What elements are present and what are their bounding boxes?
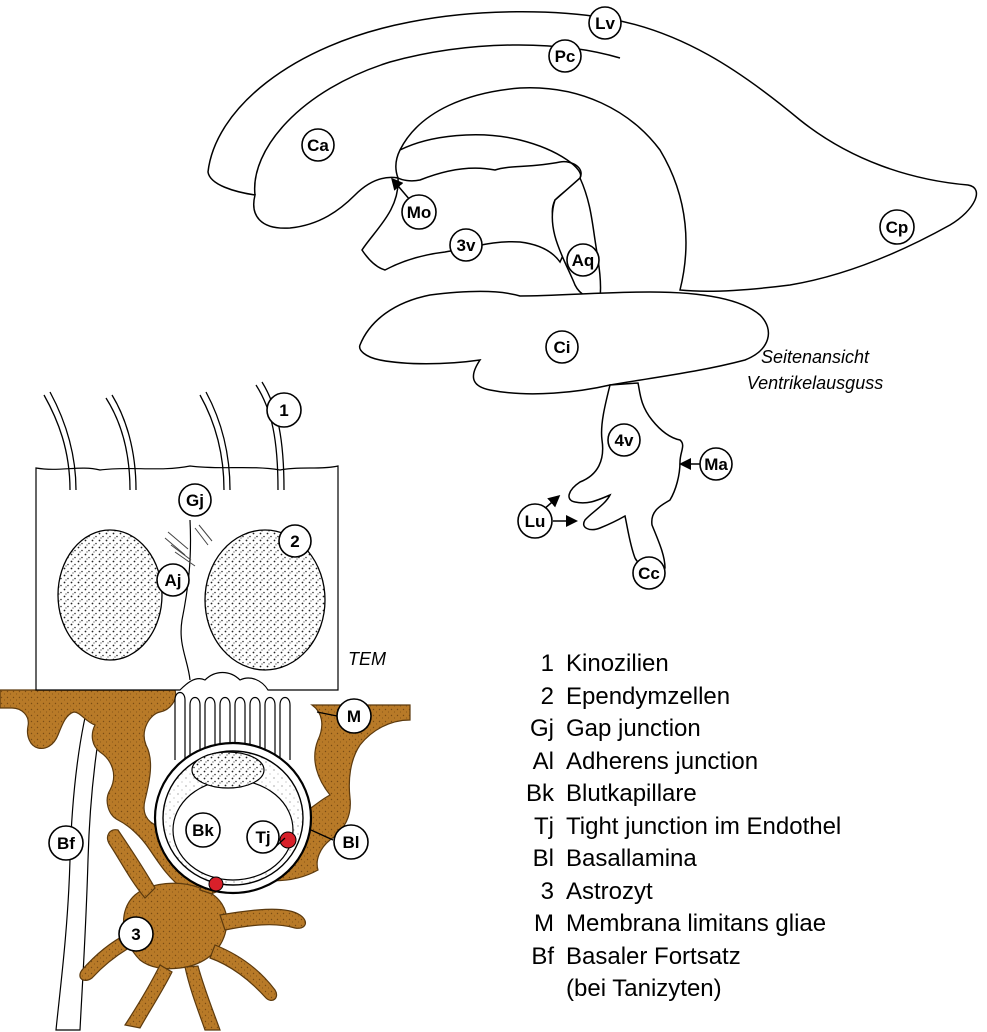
legend-text: Gap junction [566,713,701,746]
svg-text:Aq: Aq [572,251,595,270]
astrocyte-process-6 [185,966,220,1030]
legend-text: Membrana limitans gliae [566,908,826,941]
label-gj: Gj [179,484,211,516]
svg-text:2: 2 [290,532,299,551]
legend-key: Al [508,746,566,779]
label-3: 3 [119,917,153,951]
svg-text:Bk: Bk [192,821,214,840]
svg-text:Tj: Tj [255,828,270,847]
tem-caption: TEM [348,649,386,669]
svg-text:1: 1 [279,401,288,420]
endothelial-nucleus [192,752,264,788]
label-aq: Aq [567,244,599,276]
legend-text: Basallamina [566,843,697,876]
svg-text:Cc: Cc [638,564,660,583]
label-cp: Cp [880,210,914,244]
svg-text:Cp: Cp [886,218,909,237]
legend-key [508,973,566,1006]
legend-key: M [508,908,566,941]
label-cc: Cc [633,557,665,589]
nucleus-left [58,530,162,660]
legend-row: (bei Tanizyten) [508,973,841,1006]
ventricle-caption-line1: Seitenansicht [761,347,870,367]
label-aj: Aj [157,564,189,596]
legend-text: (bei Tanizyten) [566,973,722,1006]
label-lv: Lv [589,7,621,39]
legend-key: Gj [508,713,566,746]
label-bf: Bf [49,826,83,860]
label-ca: Ca [302,129,334,161]
label-ci: Ci [546,331,578,363]
ventricle-caption-line2: Ventrikelausguss [747,373,883,393]
svg-text:Pc: Pc [555,47,576,66]
astrocyte-process-3 [220,909,305,930]
fourth-ventricle-shape [569,383,683,570]
legend-key: Bf [508,941,566,974]
label-1: 1 [267,393,301,427]
label-2: 2 [279,525,311,557]
legend-text: Ependymzellen [566,681,730,714]
svg-text:3v: 3v [457,236,476,255]
svg-text:M: M [347,707,361,726]
aqueduct-shape [552,178,600,298]
legend-text: Astrozyt [566,876,653,909]
legend-text: Kinozilien [566,648,669,681]
svg-text:3: 3 [131,925,140,944]
legend-text: Blutkapillare [566,778,697,811]
svg-text:Lu: Lu [525,512,546,531]
label-4v: 4v [608,424,640,456]
label-3v: 3v [450,229,482,261]
svg-text:Gj: Gj [186,491,204,510]
legend-key: Tj [508,811,566,844]
label-tj: Tj [247,821,279,853]
svg-text:Ci: Ci [554,338,571,357]
tem-illustration: 1 Gj 2 Aj TEM M Bk Tj [0,382,410,1030]
legend-row: BlBasallamina [508,843,841,876]
tight-junction-left [209,877,223,891]
legend-key: Bk [508,778,566,811]
astrocyte-process-4 [210,945,277,1000]
label-bk: Bk [186,813,220,847]
legend-text: Basaler Fortsatz [566,941,741,974]
svg-text:4v: 4v [615,431,634,450]
svg-text:Bl: Bl [343,833,360,852]
svg-text:Mo: Mo [407,203,432,222]
legend-key: 1 [508,648,566,681]
legend-text: Adherens junction [566,746,758,779]
label-pc: Pc [549,40,581,72]
label-ma: Ma [682,448,732,480]
legend-key: 3 [508,876,566,909]
astrocyte-process-5 [125,965,172,1028]
legend-key: Bl [508,843,566,876]
legend-key: 2 [508,681,566,714]
svg-text:Aj: Aj [165,571,182,590]
label-lu: Lu [518,497,575,538]
legend-text: Tight junction im Endothel [566,811,841,844]
svg-text:Ma: Ma [704,455,728,474]
svg-text:Bf: Bf [57,834,75,853]
svg-text:Lv: Lv [595,14,615,33]
svg-text:Ca: Ca [307,136,329,155]
